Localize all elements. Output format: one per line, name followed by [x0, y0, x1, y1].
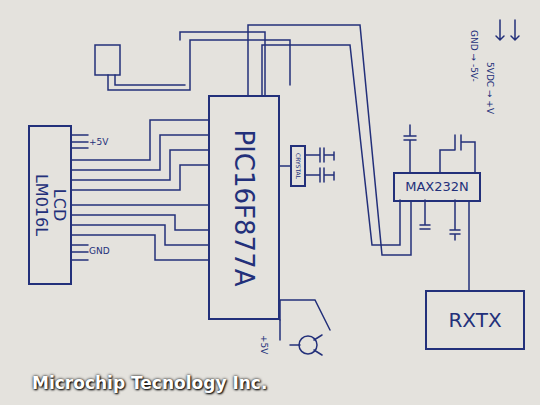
node-label: MAX232N	[405, 180, 469, 194]
node-label: PIC16F877A	[230, 129, 259, 286]
pin-label: 5VDC → +V	[484, 62, 494, 114]
rxtx-box: RXTX	[425, 290, 525, 350]
node-label: CRYSTAL	[295, 153, 302, 179]
text-group: CRYSTAL	[295, 153, 302, 179]
node-label: LM016L	[32, 174, 50, 236]
text-group: MAX232N	[405, 180, 469, 194]
microcontroller-chip: PIC16F877A	[208, 95, 280, 320]
text-group: RXTX	[448, 309, 501, 331]
lcd-module: LCDLM016L	[28, 125, 72, 285]
pin-label: +5V	[258, 335, 268, 354]
pin-label: GND → -5V-	[468, 30, 478, 82]
text-group: PIC16F877A	[230, 129, 259, 286]
wire	[468, 202, 470, 290]
crystal-box: CRYSTAL	[290, 145, 306, 187]
node-label: RXTX	[448, 309, 501, 331]
watermark: Microchip Tecnology Inc.	[32, 373, 267, 393]
max232-chip: MAX232N	[393, 172, 481, 202]
wire	[72, 204, 208, 206]
text-group: LCDLM016L	[32, 174, 67, 236]
pin-label: +5V	[89, 138, 108, 148]
pin-label: GND	[89, 247, 110, 257]
node-label: LCD	[50, 189, 68, 221]
wire	[280, 165, 290, 167]
wire	[248, 25, 411, 255]
